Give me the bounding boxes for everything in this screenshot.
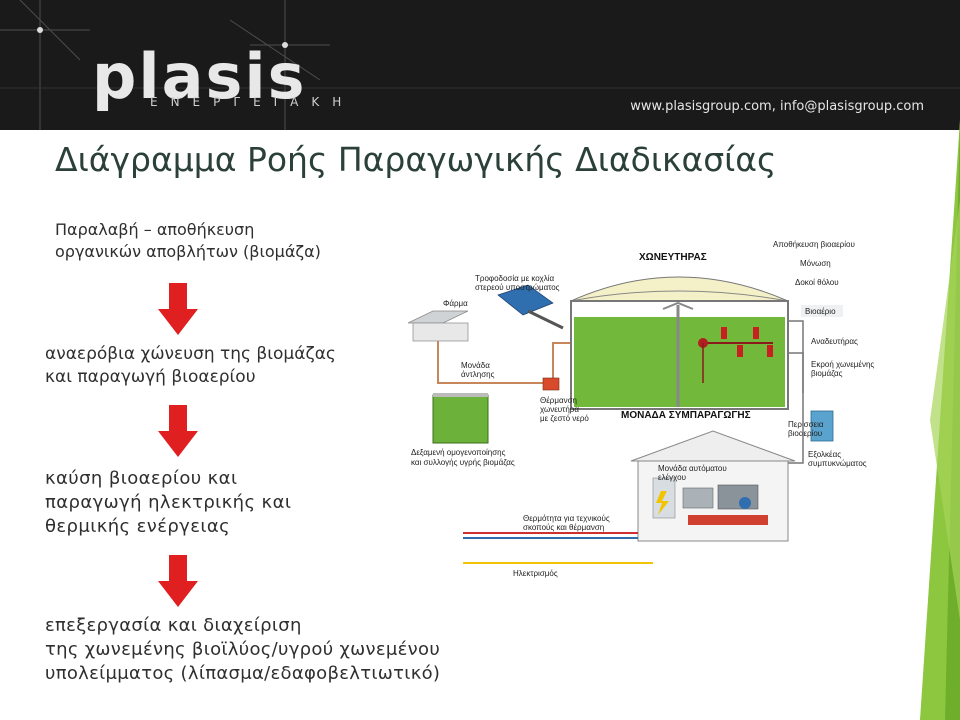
label-excess-2: βιοαερίου <box>788 429 822 438</box>
label-compressors-1: Εξολκέας <box>808 450 841 459</box>
step-3-line-1: καύση βιοαερίου και <box>45 468 238 489</box>
step-3-text: καύση βιοαερίου και παραγωγή ηλεκτρικής … <box>45 467 291 539</box>
label-thermal-2: σκοπούς και θέρμανση <box>523 523 604 532</box>
step-3-line-2: παραγωγή ηλεκτρικής και <box>45 492 292 513</box>
down-arrow-icon <box>158 555 198 607</box>
label-electricity: Ηλεκτρισμός <box>513 569 558 578</box>
step-4-line-2: της χωνεμένης βιοϊλύος/υγρού χωνεμένου <box>45 639 441 660</box>
header-bar: plasis ΕΝΕΡΓΕΙΑΚΗ www.plasisgroup.com, i… <box>0 0 960 130</box>
label-thermal-1: Θερμότητα για τεχνικούς <box>523 514 610 523</box>
label-heating-3: με ζεστό νερό <box>540 414 589 423</box>
step-4-text: επεξεργασία και διαχείριση της χωνεμένης… <box>45 614 440 686</box>
step-2-line-2: και παραγωγή βιοαερίου <box>45 367 256 387</box>
logo-text: plasis <box>92 40 307 113</box>
biogas-plant-diagram: Φάρμα Δεξαμενή ομογενοποίησης και συλλογ… <box>403 233 913 579</box>
step-4-line-1: επεξεργασία και διαχείριση <box>45 615 302 636</box>
farm-building <box>407 310 469 342</box>
down-arrow-icon <box>158 405 198 457</box>
step-1-text: Παραλαβή – αποθήκευση οργανικών αποβλήτω… <box>55 219 321 263</box>
step-2-text: αναερόβια χώνευση της βιομάζας και παραγ… <box>45 343 336 389</box>
label-heating-2: χωνευτήρα <box>540 405 579 414</box>
label-tank-2: και συλλογής υγρής βιομάζας <box>411 458 515 467</box>
label-biogas-storage: Αποθήκευση βιοαερίου <box>773 240 855 249</box>
label-excess-1: Περίσσεια <box>788 420 824 429</box>
label-feeder-1: Τροφοδοσία με κοχλία <box>475 274 555 283</box>
contact-info: www.plasisgroup.com, info@plasisgroup.co… <box>630 99 924 114</box>
green-accent-decoration <box>920 120 960 720</box>
step-1-line-1: Παραλαβή – αποθήκευση <box>55 220 255 239</box>
label-control-1: Μονάδα αυτόματου <box>658 464 727 473</box>
digester-title: ΧΩΝΕΥΤΗΡΑΣ <box>639 252 707 263</box>
down-arrow-icon <box>158 283 198 335</box>
logo-subtext: ΕΝΕΡΓΕΙΑΚΗ <box>150 95 355 109</box>
label-mixer: Αναδευτήρας <box>811 337 858 346</box>
digester-tank <box>570 276 789 410</box>
step-3-line-3: θερμικής ενέργειας <box>45 516 231 537</box>
label-tank-1: Δεξαμενή ομογενοποίησης <box>411 448 506 457</box>
label-pump-1: Μονάδα <box>461 361 490 370</box>
label-biogas: Βιοαέριο <box>805 307 836 316</box>
chp-building <box>630 430 796 542</box>
step-4-line-3: υπολείμματος (λίπασμα/εδαφοβελτιωτικό) <box>45 663 441 684</box>
header-decoration <box>0 0 960 130</box>
label-control-2: ελέγχου <box>658 473 686 482</box>
page-title: Διάγραμμα Ροής Παραγωγικής Διαδικασίας <box>55 140 777 179</box>
label-farm: Φάρμα <box>443 299 468 308</box>
label-pump-2: άντλησης <box>461 370 495 379</box>
step-1-line-2: οργανικών αποβλήτων (βιομάζα) <box>55 242 321 261</box>
chp-title: ΜΟΝΑΔΑ ΣΥΜΠΑΡΑΓΩΓΗΣ <box>621 410 751 421</box>
step-2-line-1: αναερόβια χώνευση της βιομάζας <box>45 344 336 364</box>
label-insulation: Μόνωση <box>800 259 831 268</box>
label-outflow-2: βιομάζας <box>811 369 843 378</box>
label-outflow-1: Εκροή χωνεμένης <box>811 360 874 369</box>
label-compressors-2: συμπυκνώματος <box>808 459 867 468</box>
label-beams: Δοκοί θόλου <box>795 278 839 287</box>
label-heating-1: Θέρμανση <box>540 396 577 405</box>
label-feeder-2: στερεού υποστρώματος <box>475 283 560 292</box>
